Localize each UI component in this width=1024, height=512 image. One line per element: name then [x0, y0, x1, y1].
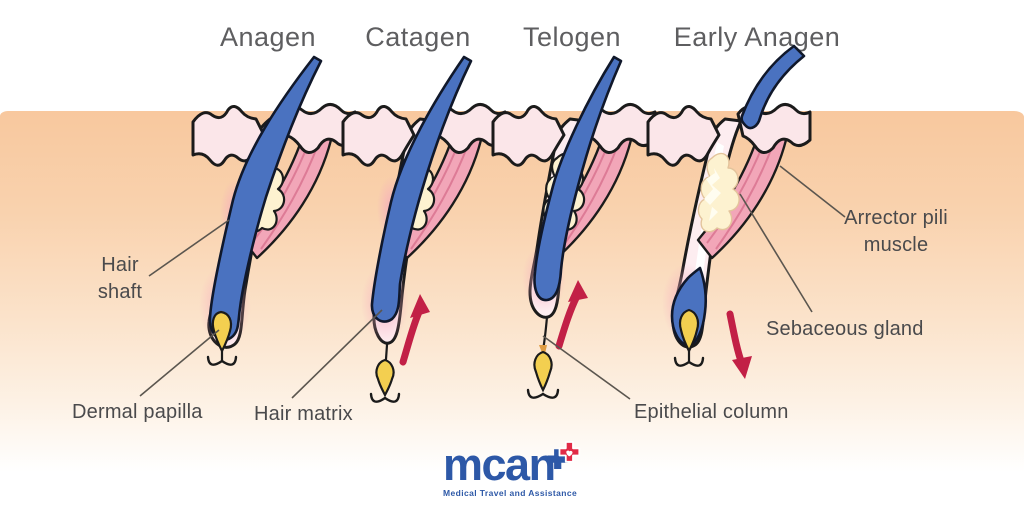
- phase-title-early-anagen: Early Anagen: [673, 22, 841, 52]
- epithelial-column-pointer-line: [542, 335, 631, 400]
- papilla-curl: [383, 392, 401, 403]
- papilla-curl: [673, 356, 691, 367]
- papilla-curl: [369, 392, 387, 403]
- downward-arrow: [726, 310, 746, 368]
- dermis-background: [0, 111, 1024, 472]
- hair-shaft-shape: [370, 55, 473, 323]
- upward-arrowhead: [410, 294, 430, 318]
- phase-title-telogen: Telogen: [522, 22, 622, 52]
- arrector-pili-pointer-line: [779, 165, 846, 218]
- hair-shaft-shape: [208, 55, 323, 342]
- follicle-early-anagen: [646, 44, 812, 379]
- shed-club-hair-shape: [740, 44, 806, 130]
- follicle-telogen: [491, 55, 657, 399]
- follicle-anagen: [191, 55, 357, 366]
- upward-arrowhead: [568, 280, 588, 302]
- phase-title-catagen: Catagen: [365, 22, 471, 52]
- papilla-curl: [526, 388, 545, 399]
- dermal-papilla-pointer-line: [139, 329, 220, 397]
- logo-tagline: Medical Travel and Assistance: [443, 488, 578, 498]
- label-epithelial-column: Epithelial column: [634, 401, 789, 423]
- dermal-papilla-shape: [375, 358, 395, 398]
- sebaceous-gland-pointer-line: [739, 193, 813, 313]
- hair-shaft-pointer-line: [148, 219, 230, 277]
- papilla-curl: [687, 356, 705, 367]
- dermal-papilla-shape: [533, 350, 553, 393]
- label-hair-shaft: Hair shaft: [97, 254, 143, 303]
- logo-wordmark: mcan: [443, 439, 556, 490]
- follicle-catagen: [341, 55, 507, 403]
- label-dermal-papilla: Dermal papilla: [72, 401, 203, 423]
- hair-matrix-pointer-line: [291, 309, 383, 399]
- papilla-curl: [220, 355, 238, 366]
- papilla-stem: [384, 343, 389, 361]
- label-hair-matrix: Hair matrix: [254, 403, 353, 425]
- club-hair-shape: [533, 55, 623, 302]
- mcan-logo: mcan Medical Travel and Assistance: [443, 439, 603, 498]
- papilla-curl: [206, 355, 224, 366]
- label-arrector-pili-muscle: Arrector pili muscle: [844, 207, 948, 256]
- upward-arrow: [555, 292, 581, 350]
- logo-plus-icon: [547, 441, 581, 469]
- phase-title-anagen: Anagen: [219, 22, 317, 52]
- papilla-curl: [541, 388, 560, 399]
- downward-arrowhead: [732, 356, 752, 379]
- label-sebaceous-gland: Sebaceous gland: [766, 318, 924, 340]
